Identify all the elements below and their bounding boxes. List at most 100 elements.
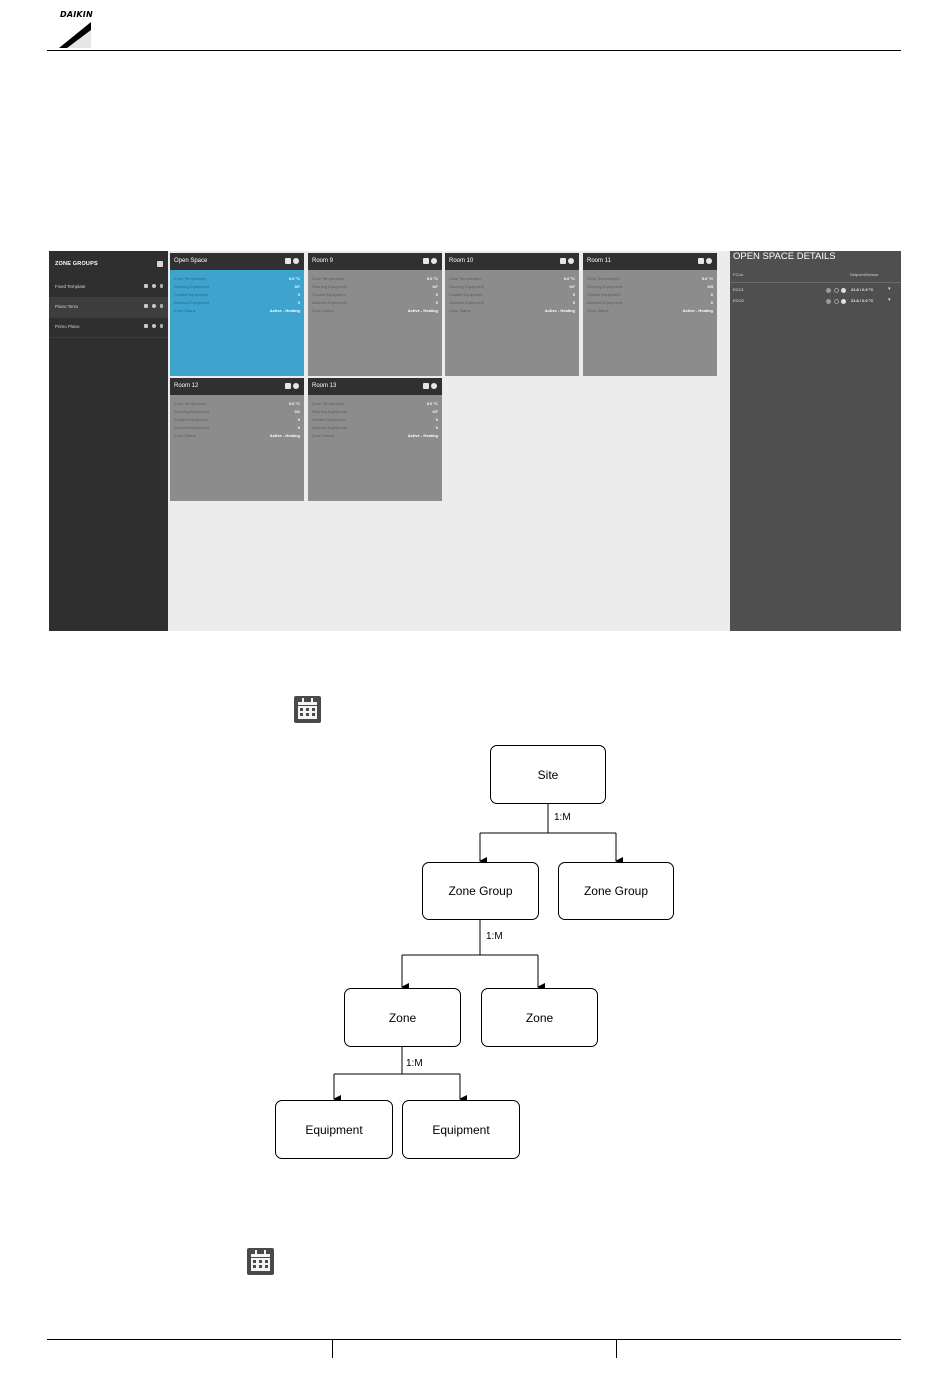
card-row: Zone Status Active - Heating (312, 432, 438, 440)
calendar-icon[interactable] (698, 258, 704, 264)
row-label: Zone Status (449, 308, 471, 313)
card-title: Room 10 (449, 258, 474, 264)
zone-card-open-space[interactable]: Open Space Zone Temperature 0.0 °C Runnin… (170, 253, 304, 376)
relation-label-site-zone-group: 1:M (554, 812, 571, 823)
row-label: Zone Temperature (587, 276, 620, 281)
fcu-name: ECO2 (733, 298, 744, 303)
row-label: Zone Temperature (174, 276, 207, 281)
chevron-right-icon[interactable] (160, 304, 163, 308)
node-equipment: Equipment (402, 1100, 520, 1159)
row-value: 0 (297, 292, 300, 297)
calendar-icon[interactable] (560, 258, 566, 264)
card-row: Zone Temperature 0.0 °C (174, 275, 300, 283)
gear-icon[interactable] (841, 299, 846, 304)
row-label: Faulted Equipment (312, 292, 346, 297)
card-title: Room 9 (312, 258, 334, 264)
relation-label-zone-group-zone: 1:M (486, 931, 503, 942)
row-value: Active - Heating (269, 308, 300, 313)
row-label: Zone Status (587, 308, 609, 313)
row-value: 0/7 (294, 284, 300, 289)
calendar-icon[interactable] (157, 261, 163, 267)
sidebar-item-primo-piano[interactable]: Primo Piano (49, 317, 168, 338)
status-dot-icon (826, 299, 831, 304)
calendar-icon[interactable] (144, 304, 148, 308)
gear-icon[interactable] (293, 383, 299, 389)
node-site: Site (490, 745, 606, 804)
sidebar-item-label: Primo Piano (55, 324, 80, 329)
row-value: 0 (435, 425, 438, 430)
zone-groups-sidebar: ZONE GROUPS Fixed Template Piano Terra P… (49, 251, 168, 631)
row-label: Running Equipment (312, 409, 348, 414)
sidebar-item-label: Fixed Template (55, 284, 86, 289)
gear-icon[interactable] (293, 258, 299, 264)
card-row: Alarmed Equipment 0 (312, 424, 438, 432)
row-label: Zone Temperature (312, 276, 345, 281)
row-label: Alarmed Equipment (312, 425, 348, 430)
row-value: Active - Heating (407, 433, 438, 438)
calendar-icon[interactable] (144, 324, 148, 328)
row-value: Active - Heating (682, 308, 713, 313)
row-value: 0.0 °C (426, 401, 438, 406)
card-header: Room 9 (308, 253, 442, 270)
calendar-icon (247, 1248, 274, 1275)
sidebar-item-piano-terra[interactable]: Piano Terra (49, 297, 168, 318)
gear-icon[interactable] (152, 304, 156, 308)
row-value: 0.0 °C (288, 276, 300, 281)
calendar-icon[interactable] (423, 258, 429, 264)
row-label: Zone Status (312, 433, 334, 438)
card-row: Zone Status Active - Heating (587, 307, 713, 315)
row-value: 0/7 (569, 284, 575, 289)
header-rule (47, 50, 901, 51)
gear-icon[interactable] (568, 258, 574, 264)
card-header: Room 10 (445, 253, 579, 270)
gear-icon[interactable] (152, 324, 156, 328)
chevron-down-icon[interactable]: ▾ (888, 297, 891, 303)
gear-icon[interactable] (841, 288, 846, 293)
divider (730, 282, 901, 283)
gear-icon[interactable] (706, 258, 712, 264)
daikin-logo (55, 8, 95, 52)
setpoint-value: 21.8 / 0.0 °C (851, 287, 874, 292)
status-ring-icon (834, 288, 839, 293)
row-value: 0 (297, 300, 300, 305)
node-zone: Zone (344, 988, 461, 1047)
calendar-icon[interactable] (285, 383, 291, 389)
card-title: Room 11 (587, 258, 611, 264)
node-equipment: Equipment (275, 1100, 393, 1159)
node-zone-group: Zone Group (422, 862, 539, 920)
calendar-icon[interactable] (423, 383, 429, 389)
gear-icon[interactable] (152, 284, 156, 288)
calendar-icon[interactable] (285, 258, 291, 264)
card-title: Open Space (174, 258, 208, 264)
chevron-down-icon[interactable]: ▾ (888, 286, 891, 292)
gear-icon[interactable] (431, 383, 437, 389)
gear-icon[interactable] (431, 258, 437, 264)
calendar-icon[interactable] (144, 284, 148, 288)
row-label: Running Equipment (587, 284, 623, 289)
fcu-row[interactable]: ECO2 21.8 / 0.0 °C ▾ (730, 296, 901, 306)
chevron-right-icon[interactable] (160, 284, 163, 288)
sidebar-item-fixed-template[interactable]: Fixed Template (49, 277, 168, 298)
status-ring-icon (834, 299, 839, 304)
sidebar-title: ZONE GROUPS (55, 261, 98, 267)
chevron-right-icon[interactable] (160, 324, 163, 328)
row-value: 0 (572, 300, 575, 305)
card-title: Room 12 (174, 383, 199, 389)
sidebar-item-label: Piano Terra (55, 304, 78, 309)
fcu-row[interactable]: ECO1 21.8 / 0.0 °C ▾ (730, 285, 901, 295)
row-label: Alarmed Equipment (312, 300, 348, 305)
